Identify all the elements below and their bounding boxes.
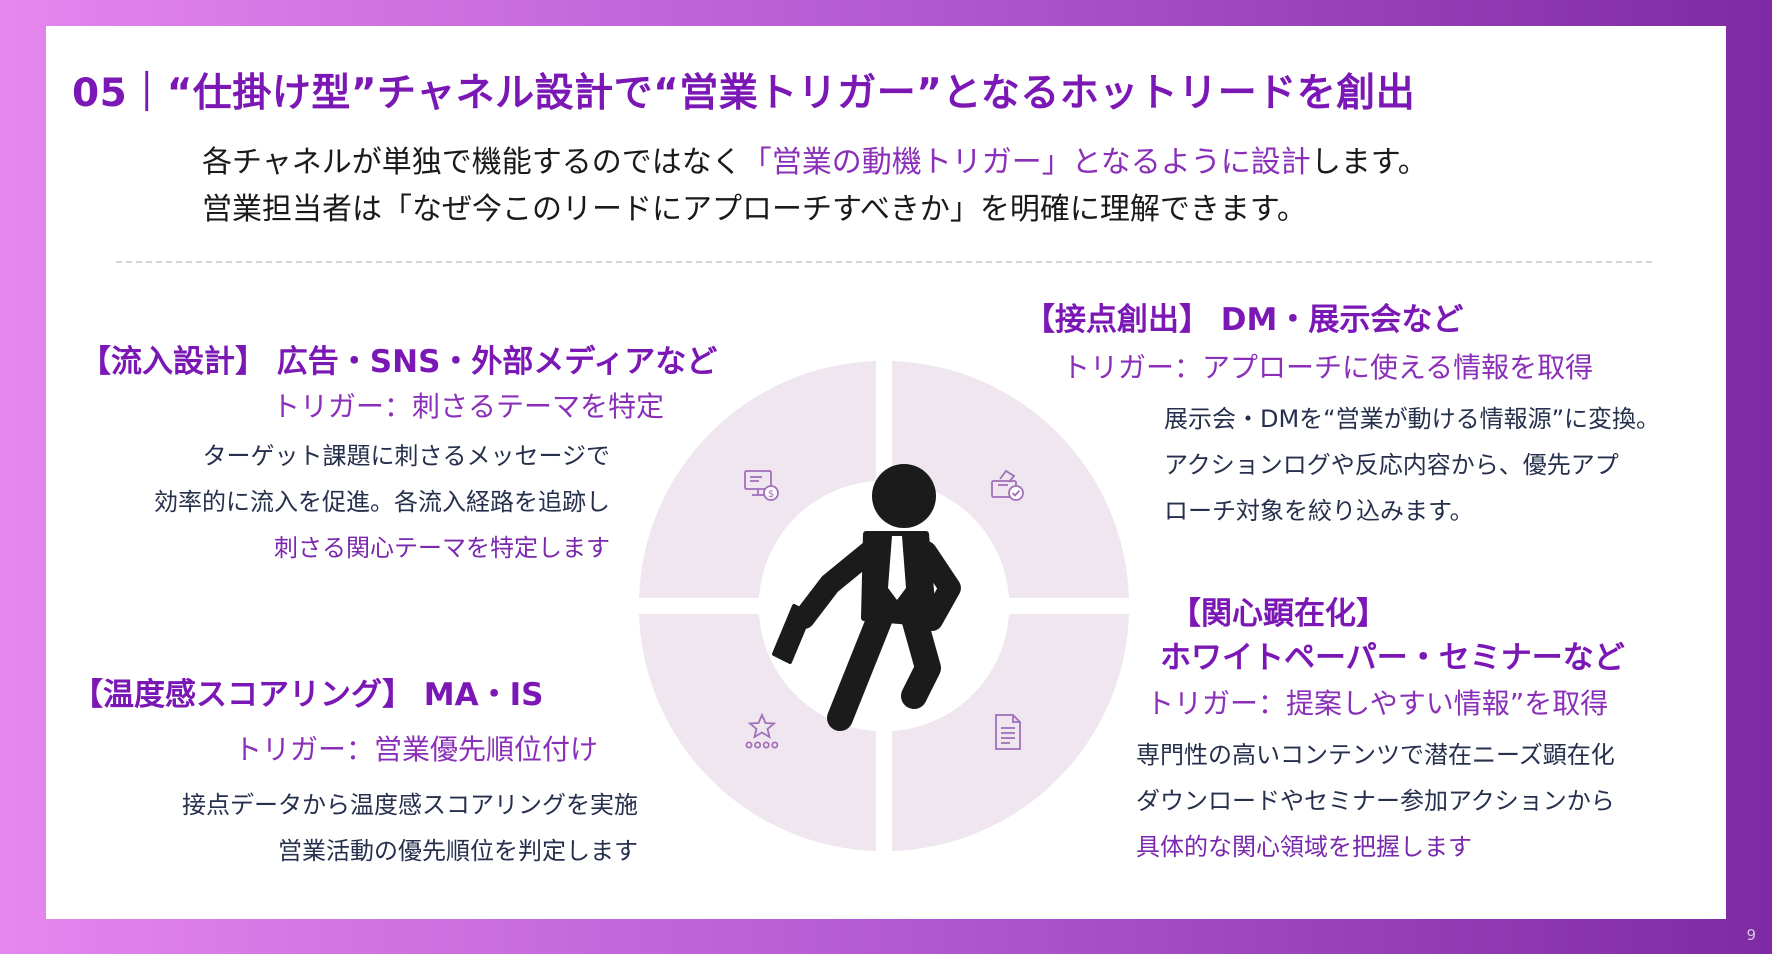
interest-line-1: 専門性の高いコンテンツで潜在ニーズ顕在化 — [1136, 741, 1615, 769]
lead-line-1-pre: 各チャネルが単独で機能するのではなく — [202, 145, 742, 180]
scoring-line-1: 接点データから温度感スコアリングを実施 — [182, 791, 638, 819]
inflow-line-1: ターゲット課題に刺さるメッセージで — [202, 442, 610, 470]
scoring-heading: 【温度感スコアリング】 MA・IS — [72, 677, 544, 713]
page-number: 9 — [1746, 926, 1756, 944]
contact-heading: 【接点創出】 DM・展示会など — [1024, 302, 1464, 338]
quadrant-wheel — [639, 361, 1129, 851]
businessman-running-icon — [772, 464, 961, 731]
interest-trigger: トリガー：提案しやすい情報”を取得 — [1146, 687, 1609, 720]
interest-heading-2: ホワイトペーパー・セミナーなど — [1160, 640, 1625, 676]
lead-line-1-accent: 「営業の動機トリガー」となるように設計 — [741, 145, 1311, 180]
wheel-quadrant-bottom-left — [639, 614, 876, 851]
page-title: 05｜“仕掛け型”チャネル設計で“営業トリガー”となるホットリードを創出 — [72, 71, 1416, 116]
interest-line-2: ダウンロードやセミナー参加アクションから — [1136, 787, 1615, 815]
star-rating-icon — [745, 712, 779, 749]
divider — [116, 261, 1652, 263]
inflow-trigger: トリガー：刺さるテーマを特定 — [272, 390, 665, 423]
svg-text:$: $ — [768, 489, 774, 500]
scoring-trigger: トリガー：営業優先順位付け — [234, 733, 599, 766]
contact-trigger: トリガー：アプローチに使える情報を取得 — [1062, 351, 1594, 384]
lead-line-1-post: します。 — [1310, 145, 1428, 180]
lead-line-1: 各チャネルが単独で機能するのではなく「営業の動機トリガー」となるように設計します… — [202, 137, 1428, 181]
contact-line-2: アクションログや反応内容から、優先アプ — [1164, 451, 1619, 479]
interest-heading-1: 【関心顕在化】 — [1170, 596, 1387, 632]
inflow-heading: 【流入設計】 広告・SNS・外部メディアなど — [80, 344, 718, 380]
monitor-dollar-icon: $ — [744, 470, 779, 501]
inflow-line-3: 刺さる関心テーマを特定します — [274, 534, 610, 562]
wheel-quadrant-top-left — [639, 361, 876, 598]
contact-line-1: 展示会・DMを“営業が動ける情報源”に変換。 — [1164, 405, 1661, 433]
inflow-line-2: 効率的に流入を促進。各流入経路を追跡し — [154, 488, 610, 516]
lead-line-2: 営業担当者は「なぜ今このリードにアプローチすべきか」を明確に理解できます。 — [202, 192, 1307, 227]
document-icon — [995, 714, 1021, 750]
ballot-box-icon — [991, 469, 1024, 501]
interest-line-3: 具体的な関心領域を把握します — [1136, 833, 1472, 861]
contact-line-3: ローチ対象を絞り込みます。 — [1164, 497, 1474, 525]
scoring-line-2: 営業活動の優先順位を判定します — [278, 837, 638, 865]
